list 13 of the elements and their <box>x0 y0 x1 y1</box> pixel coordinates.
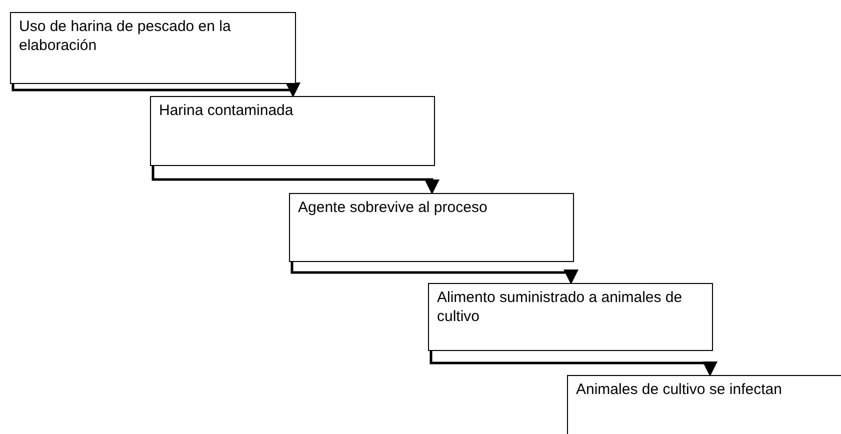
arrow <box>12 82 300 98</box>
arrow <box>152 166 440 194</box>
box-text: Uso de harina de pescado en la elaboración <box>19 17 232 55</box>
box-text: Agente sobrevive al proceso <box>298 198 488 217</box>
process-box <box>289 193 574 262</box>
arrow <box>290 262 578 284</box>
box-text: Alimento suministrado a animales de cultivo <box>437 288 684 326</box>
arrow <box>430 351 718 376</box>
process-box <box>10 12 296 84</box>
process-box <box>428 283 713 351</box>
process-box <box>150 96 435 166</box>
box-text: Harina contaminada <box>159 101 294 120</box>
box-text: Animales de cultivo se infectan <box>576 380 783 399</box>
